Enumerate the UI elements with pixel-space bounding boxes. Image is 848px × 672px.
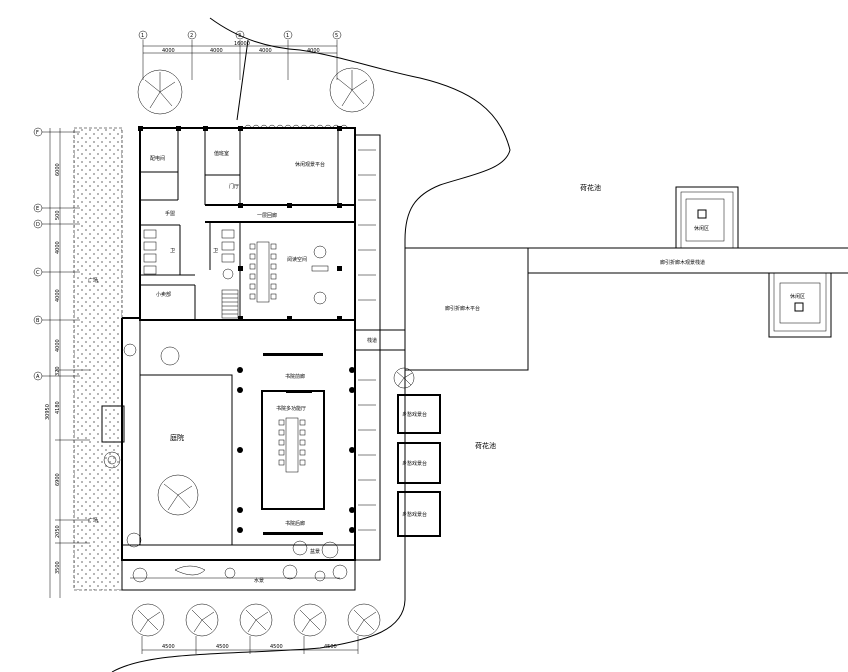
svg-text:320: 320 bbox=[55, 366, 61, 376]
room-label: 卫 bbox=[170, 248, 175, 254]
room-label: 阅读空间 bbox=[287, 256, 307, 263]
shrub-icon bbox=[132, 564, 348, 583]
room-label: 小卖部 bbox=[156, 291, 171, 298]
axis-label: 3 bbox=[238, 33, 241, 39]
svg-text:6900: 6900 bbox=[55, 473, 61, 486]
svg-text:4500: 4500 bbox=[324, 644, 337, 650]
axis-label: 1 bbox=[286, 33, 289, 39]
pond-boundary bbox=[111, 17, 511, 672]
svg-text:休闲区: 休闲区 bbox=[790, 293, 805, 300]
axis-label: 5 bbox=[335, 33, 338, 39]
svg-text:2050: 2050 bbox=[55, 525, 61, 538]
axis-label: F bbox=[36, 130, 39, 136]
south-block bbox=[103, 317, 356, 591]
svg-text:乡愁戏景台: 乡愁戏景台 bbox=[402, 460, 427, 467]
svg-text:4500: 4500 bbox=[270, 644, 283, 650]
svg-text:乡愁戏景台: 乡愁戏景台 bbox=[402, 511, 427, 518]
axis-label: 1 bbox=[141, 33, 144, 39]
axis-label: C bbox=[36, 270, 40, 276]
dimension: 4000 bbox=[162, 48, 175, 54]
room-label: 门厅 bbox=[229, 183, 239, 190]
platform-label: 廊引折廊木平台 bbox=[445, 305, 480, 312]
axis-label: 2 bbox=[190, 33, 193, 39]
round-table-icon bbox=[126, 532, 142, 548]
dimension-total: 16000 bbox=[234, 41, 250, 47]
room-label: 卫 bbox=[213, 248, 218, 254]
tree-icon bbox=[293, 603, 327, 637]
room-label: 值班室 bbox=[214, 150, 229, 157]
svg-text:500: 500 bbox=[55, 210, 61, 220]
stage-2: 乡愁戏景台 bbox=[397, 442, 441, 484]
boardwalk-label: 廊引折廊木观景栈道 bbox=[660, 259, 705, 266]
shrub-icon bbox=[393, 367, 415, 389]
svg-text:6000: 6000 bbox=[55, 163, 61, 176]
round-table-icon bbox=[103, 451, 121, 469]
rockery-icon bbox=[130, 565, 340, 579]
room-label: 庭院 bbox=[170, 433, 184, 442]
stair-icon bbox=[221, 289, 239, 319]
reading-table-icon bbox=[249, 241, 329, 305]
room-label: 一层回廊 bbox=[257, 212, 277, 219]
plaza-label: 广场 bbox=[88, 517, 98, 524]
tree-icon bbox=[131, 603, 165, 637]
room-label: 休闲观景平台 bbox=[295, 161, 325, 168]
dimension: 4000 bbox=[259, 48, 272, 54]
axis-label: E bbox=[36, 206, 39, 212]
dimension: 4000 bbox=[210, 48, 223, 54]
left-axis-grid: F E D C B A 6000 500 4000 4000 4000 320 … bbox=[33, 127, 90, 598]
tree-row bbox=[131, 603, 381, 637]
svg-text:4000: 4000 bbox=[55, 339, 61, 352]
room-label: 手盥 bbox=[165, 210, 175, 217]
left-dimensions: 6000 500 4000 4000 4000 320 4180 6900 20… bbox=[45, 163, 61, 574]
room-label: 配电间 bbox=[150, 155, 165, 162]
svg-text:3500: 3500 bbox=[55, 561, 61, 574]
room-label: 书院前廊 bbox=[285, 373, 305, 380]
stage-1: 乡愁戏景台 bbox=[397, 394, 441, 434]
svg-text:乡愁戏景台: 乡愁戏景台 bbox=[402, 411, 427, 418]
pond-label: 荷花池 bbox=[580, 183, 601, 192]
entrance-steps bbox=[101, 405, 125, 443]
svg-text:4180: 4180 bbox=[55, 401, 61, 414]
toilet-stalls-icon bbox=[143, 229, 235, 280]
dimension: 4000 bbox=[307, 48, 320, 54]
room-label: 书院多功能厅 bbox=[276, 405, 306, 412]
shrub-icon bbox=[292, 540, 339, 559]
top-axis-grid: 1 2 3 1 5 16000 4000 4000 4000 4000 bbox=[138, 30, 342, 80]
umbrella-table-icon bbox=[123, 343, 180, 366]
stage-3: 乡愁戏景台 bbox=[397, 491, 441, 537]
room-label: 书院后廊 bbox=[285, 520, 305, 527]
plaza-label: 广场 bbox=[88, 277, 98, 284]
svg-text:4500: 4500 bbox=[162, 644, 175, 650]
tree-icon bbox=[347, 603, 381, 637]
rest-pavilion-1: 休闲区 bbox=[675, 186, 739, 249]
tree-icon bbox=[137, 69, 183, 115]
conference-table-icon bbox=[278, 417, 306, 473]
svg-text:30950: 30950 bbox=[45, 404, 51, 420]
pond-label: 荷花池 bbox=[475, 441, 496, 450]
bottom-dimensions: 4500 4500 4500 4500 bbox=[141, 636, 359, 654]
axis-label: D bbox=[36, 222, 40, 228]
hedge-icon bbox=[243, 124, 349, 129]
tree-icon bbox=[185, 603, 219, 637]
tree-icon bbox=[329, 67, 375, 113]
svg-text:4000: 4000 bbox=[55, 289, 61, 302]
paved-plaza bbox=[73, 127, 123, 591]
room-label: 水景 bbox=[254, 577, 264, 584]
room-label: 盆景 bbox=[310, 548, 320, 555]
axis-label: A bbox=[36, 374, 40, 380]
svg-text:4000: 4000 bbox=[55, 241, 61, 254]
tree-icon bbox=[157, 474, 199, 516]
walkway bbox=[354, 329, 406, 351]
tree-icon bbox=[239, 603, 273, 637]
rest-pavilion-2: 休闲区 bbox=[768, 272, 832, 338]
walkway-label: 栈道 bbox=[367, 337, 377, 344]
axis-label: B bbox=[36, 318, 40, 324]
svg-text:4500: 4500 bbox=[216, 644, 229, 650]
pond-edge-line bbox=[236, 39, 249, 121]
svg-text:休闲区: 休闲区 bbox=[694, 225, 709, 232]
east-deck bbox=[354, 134, 381, 561]
